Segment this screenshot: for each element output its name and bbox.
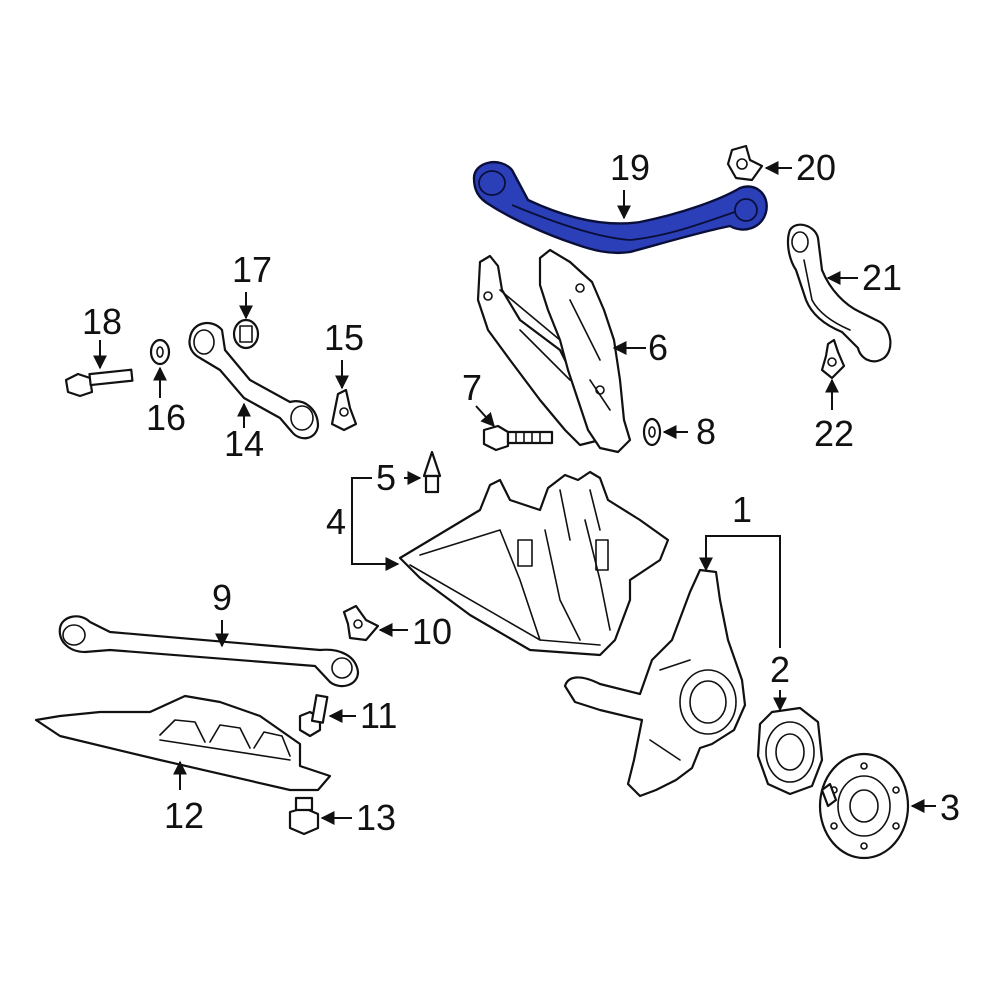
callout-11: 11 (360, 695, 397, 736)
part-12-skid-plate[interactable] (34, 694, 332, 792)
callout-3: 3 (940, 787, 960, 828)
callout-6: 6 (648, 327, 668, 368)
callout-18: 18 (82, 301, 122, 342)
callout-15: 15 (324, 317, 364, 358)
part-6-bracket[interactable] (476, 248, 632, 454)
callout-20: 20 (796, 147, 836, 188)
callout-5: 5 (376, 457, 396, 498)
callout-13: 13 (356, 797, 396, 838)
part-21-link[interactable] (786, 223, 892, 363)
callout-17: 17 (232, 249, 272, 290)
part-14-arm[interactable] (188, 321, 320, 440)
part-5-clip[interactable] (422, 450, 442, 494)
callout-7: 7 (462, 367, 482, 408)
callout-9: 9 (212, 577, 232, 618)
callout-14: 14 (224, 423, 264, 464)
part-4-subframe[interactable] (398, 470, 670, 657)
part-2-bearing[interactable] (756, 706, 824, 796)
part-16-washer[interactable] (149, 338, 171, 366)
part-18-bolt[interactable] (64, 368, 134, 398)
part-10-clip[interactable] (342, 604, 380, 642)
part-19-upper-control-arm[interactable] (472, 160, 768, 255)
callout-19: 19 (610, 147, 650, 188)
part-20-clip[interactable] (726, 144, 764, 182)
part-17-washer[interactable] (232, 318, 260, 350)
callout-8: 8 (696, 411, 716, 452)
part-3-hub[interactable] (818, 752, 910, 860)
callout-2: 2 (770, 649, 790, 690)
callout-4: 4 (326, 501, 346, 542)
part-11-bolt[interactable] (298, 694, 329, 738)
callout-21: 21 (862, 257, 902, 298)
callout-labels: 19 20 21 22 6 7 8 5 4 1 2 3 9 10 11 12 1… (82, 147, 960, 838)
part-7-bolt[interactable] (482, 424, 554, 452)
callout-12: 12 (164, 795, 204, 836)
part-9-arm[interactable] (58, 615, 360, 688)
leader-lines (93, 161, 936, 825)
part-13-nut[interactable] (288, 796, 320, 836)
part-22-clip[interactable] (820, 338, 846, 380)
callout-22: 22 (814, 413, 854, 454)
callout-10: 10 (412, 611, 452, 652)
callout-16: 16 (146, 397, 186, 438)
callout-1: 1 (732, 489, 752, 530)
part-1-knuckle[interactable] (563, 568, 747, 798)
part-8-washer[interactable] (642, 417, 662, 447)
part-15-clip[interactable] (330, 388, 358, 432)
